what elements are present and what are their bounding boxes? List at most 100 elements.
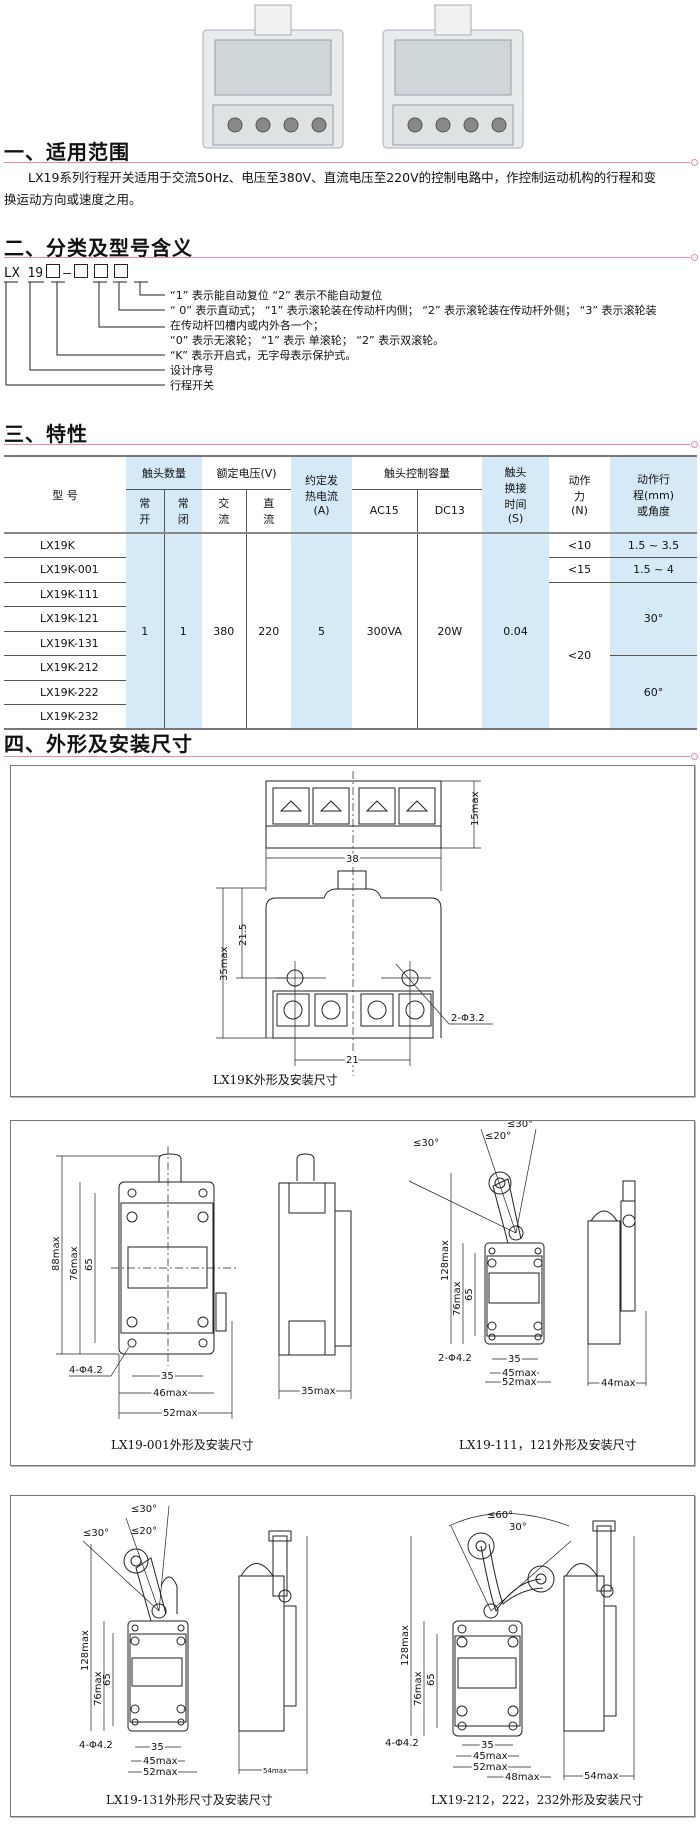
- model-code-leader-lines: [4, 281, 165, 386]
- product-photos: [202, 4, 524, 149]
- dim-label: 76max: [69, 1246, 80, 1281]
- angle-label: 30°: [509, 1522, 527, 1533]
- dim-label: 52max: [502, 1377, 537, 1388]
- table-row: LX19K-232: [4, 705, 697, 730]
- model-cell: LX19K-232: [40, 710, 99, 723]
- model-cell: LX19K-131: [4, 631, 126, 656]
- code-annotation-lever: “ 0” 表示直动式； “1” 表示滚轮装在传动杆内侧； “2” 表示滚轮装在传…: [170, 304, 657, 317]
- dim-label: 48max: [505, 1772, 540, 1783]
- lx19-001-side-view: 35max: [278, 1153, 352, 1399]
- lx19-001-dims: 88max 76max 65 35 46max 52max 4-Φ4.2: [51, 1155, 233, 1421]
- dim-label: 65: [102, 1673, 113, 1686]
- table-row: LX19K-222: [4, 680, 697, 705]
- dim-label: 128max: [80, 1630, 91, 1671]
- dim-label: 38: [346, 854, 359, 865]
- drawing-caption: LX19-212，222，232外形及安装尺寸: [431, 1792, 644, 1807]
- section-divider: [4, 254, 698, 261]
- dim-label: 65: [426, 1673, 437, 1686]
- lx19-001-front-view: [111, 1146, 236, 1366]
- header-contacts: 触头数量: [126, 456, 202, 490]
- product-photo-2: [382, 4, 524, 149]
- thermal-current-value: 5: [291, 533, 353, 729]
- dc-voltage-value: 220: [258, 624, 280, 638]
- drawing-caption: LX19-131外形尺寸及安装尺寸: [106, 1792, 273, 1807]
- model-cell: LX19K-222: [4, 680, 126, 705]
- code-annotation-roller: “0” 表示无滚轮； “1” 表示 单滚轮； “2” 表示双滚轮。: [170, 334, 445, 347]
- hole-label: 4-Φ4.2: [69, 1365, 103, 1376]
- travel-value: 1.5 ~ 4: [610, 557, 698, 583]
- angle-label: ≤30°: [83, 1528, 109, 1539]
- dc13-value: 20W: [437, 624, 463, 638]
- model-cell: LX19K-121: [4, 606, 126, 632]
- dim-15max: 15max: [441, 780, 481, 849]
- code-annotation-lever-cont: 在传动杆凹槽内或内外各一个；: [170, 319, 324, 332]
- hole-label: 4-Φ4.2: [79, 1740, 113, 1751]
- dim-label: 52max: [473, 1762, 508, 1773]
- header-dc13: DC13: [417, 489, 483, 534]
- dim-label: 52max: [143, 1767, 178, 1778]
- dim-label: 65: [84, 1258, 95, 1271]
- table-row: LX19K-212 60°: [4, 655, 698, 729]
- model-cell: LX19K: [4, 533, 126, 558]
- section-divider: [4, 159, 698, 166]
- angle-label: ≤30°: [131, 1504, 157, 1515]
- terminal-block-top-view: [265, 771, 442, 1076]
- dim-label: 15max: [470, 791, 481, 826]
- model-code-pattern: LX 19 —: [4, 264, 131, 281]
- normally-open-value: 1: [126, 533, 165, 729]
- lx19-131-212-drawing: ≤30° ≤20° ≤30° 128max 76max 65 35 45max …: [79, 1504, 644, 1807]
- lx19k-drawing: 15max 38 35max 21.5 21 2-Φ3.2 LX1: [213, 771, 493, 1087]
- code-annotation-open-type: “K” 表示开启式，无字母表示保护式。: [170, 349, 357, 362]
- code-series: 19: [27, 266, 44, 281]
- dim-label: 35max: [219, 946, 230, 981]
- hole-label: 2-Φ3.2: [451, 1013, 485, 1024]
- model-cell: LX19K-001: [4, 557, 126, 583]
- dim-label: 35max: [301, 1386, 336, 1397]
- dim-label: 52max: [163, 1408, 198, 1419]
- table-row: LX19K 1 1 380 220 5 300VA 20W 0.04 <10 1…: [4, 533, 698, 729]
- header-thermal-current: 约定发热电流(A): [291, 456, 353, 534]
- section-divider: [4, 441, 698, 448]
- angle-label: ≤30°: [507, 1121, 533, 1130]
- table-row: LX19K-121: [4, 606, 697, 632]
- characteristics-table: 型 号 触头数量 额定电压(V) 约定发热电流(A) 触头控制容量 触头换接时间…: [4, 455, 698, 730]
- travel-value: 1.5 ~ 3.5: [610, 533, 698, 558]
- scope-text-line2: 换运动方向或速度之用。: [4, 192, 142, 207]
- code-box: [46, 264, 61, 278]
- dim-label: 35: [161, 1371, 174, 1382]
- dim-21: 21: [295, 1053, 410, 1068]
- table-row: LX19K-131: [4, 631, 697, 656]
- model-cell: LX19K-111: [4, 582, 126, 607]
- angle-label: ≤20°: [131, 1526, 157, 1537]
- dim-label: 54max: [584, 1771, 619, 1782]
- hole-label: 2-Φ4.2: [438, 1353, 472, 1364]
- dim-label: 76max: [93, 1671, 104, 1706]
- dim-label: 45max: [502, 1368, 537, 1379]
- lx19-131-front-view: ≤30° ≤20° ≤30° 128max 76max 65 35 45max …: [79, 1504, 197, 1780]
- code-box: [113, 264, 128, 278]
- dim-label: 128max: [440, 1240, 451, 1281]
- angle-label: ≤30°: [413, 1138, 439, 1149]
- dim-label: 35: [151, 1742, 164, 1753]
- table-row: LX19K-001 <15 1.5 ~ 4: [4, 557, 698, 583]
- header-normally-closed: 常闭: [164, 489, 202, 534]
- section-title-scope: 一、适用范围: [4, 140, 130, 164]
- switch-time-value: 0.04: [482, 533, 550, 729]
- code-annotation-design-no: 设计序号: [170, 364, 214, 377]
- header-action-force: 动作力(N): [549, 456, 611, 534]
- code-prefix: LX: [4, 266, 20, 281]
- header-ac: 交流: [202, 489, 247, 534]
- drawing-panel-lx19-001-111: 88max 76max 65 35 46max 52max 4-Φ4.2 35m…: [10, 1119, 695, 1466]
- dim-label: 21: [346, 1055, 359, 1066]
- dim-label: 65: [464, 1288, 475, 1301]
- code-dash: —: [63, 266, 71, 281]
- dim-label: 35: [481, 1740, 494, 1751]
- lx19-131-side-view: 54max: [238, 1530, 308, 1777]
- force-value: <15: [549, 557, 611, 583]
- travel-value: 30°: [610, 582, 698, 656]
- dim-label: 45max: [473, 1751, 508, 1762]
- lx19-212-side-view: 54max: [563, 1520, 635, 1784]
- drawing-caption: LX19-111，121外形及安装尺寸: [459, 1437, 637, 1452]
- dim-label: 54max: [263, 1767, 287, 1775]
